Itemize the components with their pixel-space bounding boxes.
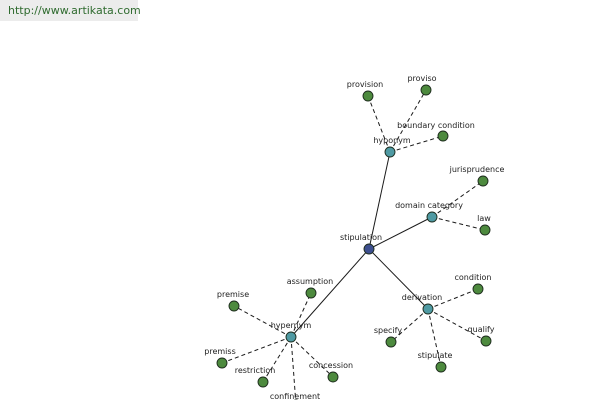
graph-edges bbox=[221, 89, 487, 400]
node-marker-stipulate[interactable] bbox=[435, 361, 447, 373]
edge-stipulation-derivation bbox=[368, 248, 429, 310]
node-boundary-condition[interactable]: boundary condition bbox=[397, 121, 475, 142]
edge-stipulation-hyponym bbox=[368, 151, 391, 250]
node-hypernym[interactable]: hypernym bbox=[271, 321, 312, 343]
node-provision[interactable]: provision bbox=[347, 80, 383, 102]
edge-domain-category-law bbox=[431, 216, 486, 231]
edge-hypernym-concession bbox=[290, 336, 334, 378]
node-marker-provision[interactable] bbox=[362, 90, 374, 102]
node-marker-premise[interactable] bbox=[228, 300, 240, 312]
edge-hyponym-boundary-condition bbox=[389, 135, 444, 153]
node-domain-category[interactable]: domain category bbox=[395, 201, 463, 223]
node-label-concession: concession bbox=[309, 361, 353, 370]
graph-nodes: provision proviso boundary condition hypony… bbox=[204, 74, 504, 400]
node-marker-premiss[interactable] bbox=[216, 357, 228, 369]
edge-derivation-stipulate bbox=[427, 308, 442, 368]
node-marker-qualify[interactable] bbox=[480, 335, 492, 347]
node-label-qualify: qualify bbox=[468, 325, 495, 334]
node-marker-specify[interactable] bbox=[385, 336, 397, 348]
edge-stipulation-domain-category bbox=[368, 216, 433, 250]
node-stipulation[interactable]: stipulation bbox=[340, 233, 382, 255]
edge-domain-category-jurisprudence bbox=[431, 180, 484, 218]
node-hyponym[interactable]: hyponym bbox=[373, 136, 411, 158]
edge-hyponym-provision bbox=[367, 95, 391, 153]
node-condition[interactable]: condition bbox=[455, 273, 492, 295]
node-label-premise: premise bbox=[217, 290, 249, 299]
node-assumption[interactable]: assumption bbox=[287, 277, 334, 299]
node-label-boundary-condition: boundary condition bbox=[397, 121, 475, 130]
edge-hyponym-proviso bbox=[389, 89, 427, 153]
node-label-domain-category: domain category bbox=[395, 201, 463, 210]
node-label-assumption: assumption bbox=[287, 277, 334, 286]
node-label-jurisprudence: jurisprudence bbox=[449, 165, 505, 174]
node-marker-jurisprudence[interactable] bbox=[477, 175, 489, 187]
node-label-provision: provision bbox=[347, 80, 383, 89]
node-restriction[interactable]: restriction bbox=[235, 366, 276, 388]
node-label-hypernym: hypernym bbox=[271, 321, 312, 330]
node-label-stipulate: stipulate bbox=[418, 351, 453, 360]
node-label-specify: specify bbox=[374, 326, 402, 335]
edge-stipulation-hypernym bbox=[290, 248, 370, 338]
node-marker-condition[interactable] bbox=[472, 283, 484, 295]
node-label-stipulation: stipulation bbox=[340, 233, 382, 242]
node-confinement[interactable]: confinement bbox=[270, 392, 320, 400]
node-marker-boundary-condition[interactable] bbox=[437, 130, 449, 142]
node-marker-concession[interactable] bbox=[327, 371, 339, 383]
node-marker-assumption[interactable] bbox=[305, 287, 317, 299]
node-marker-domain-category[interactable] bbox=[426, 211, 438, 223]
node-label-confinement: confinement bbox=[270, 392, 320, 400]
node-marker-derivation[interactable] bbox=[422, 303, 434, 315]
node-premiss[interactable]: premiss bbox=[204, 347, 236, 369]
edge-derivation-condition bbox=[427, 288, 479, 310]
node-qualify[interactable]: qualify bbox=[468, 325, 495, 347]
node-label-hyponym: hyponym bbox=[373, 136, 411, 145]
node-marker-hyponym[interactable] bbox=[384, 146, 396, 158]
node-concession[interactable]: concession bbox=[309, 361, 353, 383]
node-specify[interactable]: specify bbox=[374, 326, 402, 348]
node-jurisprudence[interactable]: jurisprudence bbox=[449, 165, 505, 187]
edge-hypernym-restriction bbox=[262, 336, 292, 383]
node-label-law: law bbox=[477, 214, 491, 223]
node-label-condition: condition bbox=[455, 273, 492, 282]
node-label-premiss: premiss bbox=[204, 347, 235, 356]
edge-hypernym-assumption bbox=[290, 292, 312, 338]
node-label-restriction: restriction bbox=[235, 366, 276, 375]
node-label-proviso: proviso bbox=[407, 74, 436, 83]
edge-hypernym-confinement bbox=[290, 336, 297, 400]
node-marker-hypernym[interactable] bbox=[285, 331, 297, 343]
edge-hypernym-premise bbox=[233, 305, 292, 338]
node-marker-restriction[interactable] bbox=[257, 376, 269, 388]
node-marker-proviso[interactable] bbox=[420, 84, 432, 96]
node-premise[interactable]: premise bbox=[217, 290, 249, 312]
node-proviso[interactable]: proviso bbox=[407, 74, 437, 96]
node-marker-law[interactable] bbox=[479, 224, 491, 236]
node-stipulate[interactable]: stipulate bbox=[418, 351, 453, 373]
site-url[interactable]: http://www.artikata.com bbox=[0, 0, 141, 21]
node-marker-stipulation[interactable] bbox=[363, 243, 375, 255]
edge-hypernym-premiss bbox=[221, 336, 292, 364]
edge-derivation-specify bbox=[390, 308, 429, 343]
node-label-derivation: derivation bbox=[402, 293, 442, 302]
node-derivation[interactable]: derivation bbox=[402, 293, 442, 315]
node-law[interactable]: law bbox=[477, 214, 491, 236]
